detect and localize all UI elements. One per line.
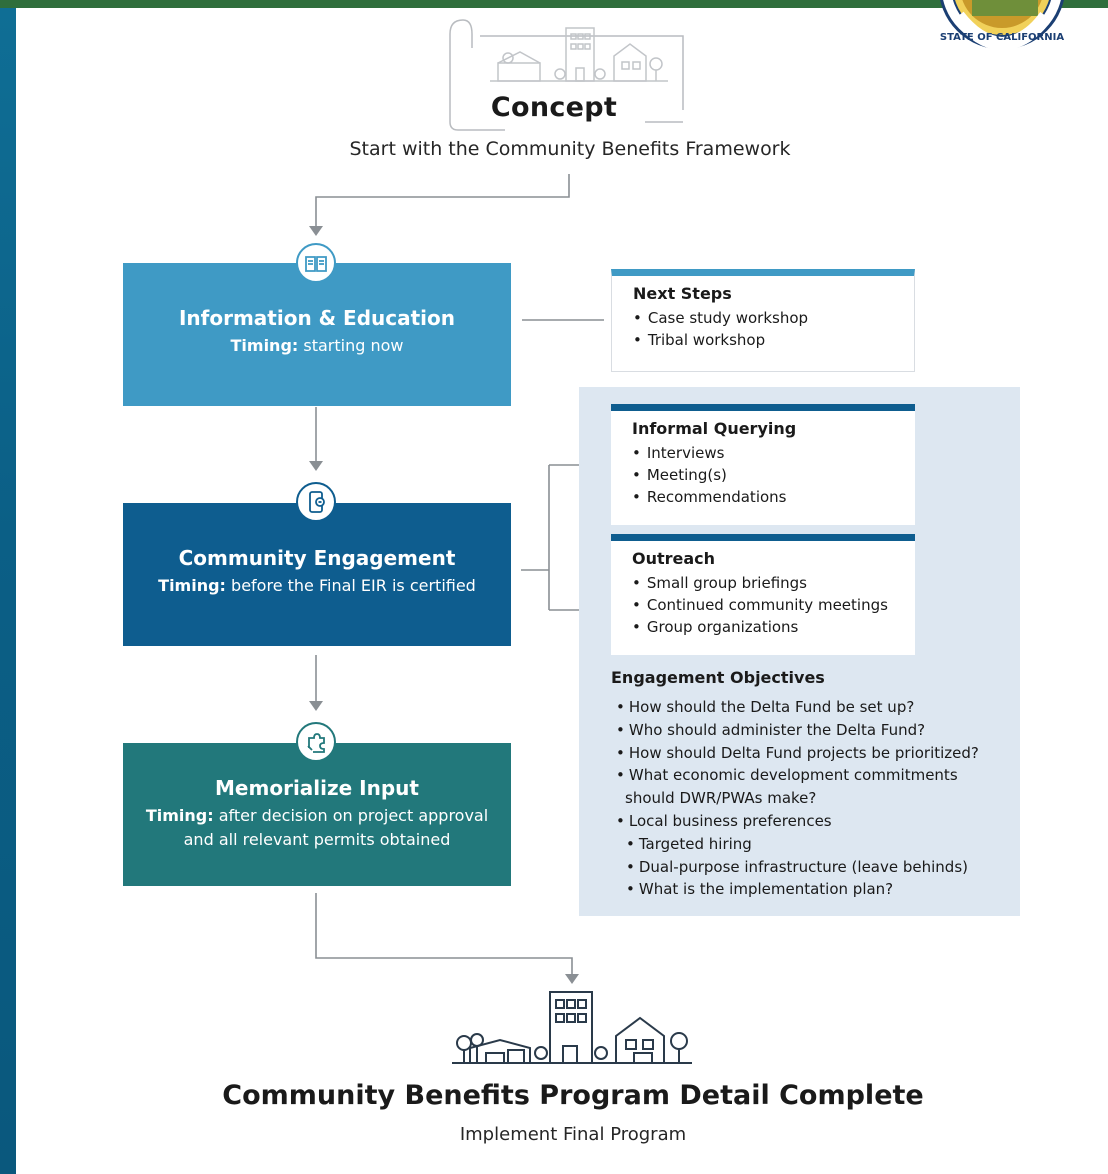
- list-item: What economic development commitments sh…: [611, 764, 970, 810]
- step-title: Information & Education: [178, 306, 456, 330]
- informal-querying-title: Informal Querying: [632, 419, 797, 438]
- timing-label: Timing:: [145, 806, 214, 825]
- informal-querying-card: Informal Querying Interviews Meeting(s) …: [611, 404, 915, 525]
- top-bar: [0, 0, 1108, 8]
- next-steps-title: Next Steps: [633, 284, 732, 303]
- concept-title: Concept: [490, 92, 618, 123]
- sub-list-item: Dual-purpose infrastructure (leave behin…: [611, 856, 1011, 879]
- puzzle-hand-icon: [296, 722, 336, 762]
- list-item: Local business preferences: [611, 810, 1011, 833]
- sub-list-item: What is the implementation plan?: [611, 878, 1011, 901]
- step-title: Memorialize Input: [215, 776, 419, 800]
- outreach-title: Outreach: [632, 549, 716, 568]
- list-item: Meeting(s): [632, 464, 895, 486]
- mobile-chat-icon: [296, 482, 336, 522]
- concept-buildings-icon: [490, 27, 668, 82]
- step-memorialize-input: Memorialize Input Timing: after decision…: [123, 743, 511, 886]
- final-title: Community Benefits Program Detail Comple…: [222, 1080, 924, 1111]
- list-item: Continued community meetings: [632, 594, 895, 616]
- engagement-objectives: Engagement Objectives How should the Del…: [611, 668, 1011, 901]
- final-buildings-icon: [452, 991, 692, 1064]
- list-item: How should the Delta Fund be set up?: [611, 696, 1011, 719]
- step-community-engagement: Community Engagement Timing: before the …: [123, 503, 511, 646]
- list-item: Recommendations: [632, 486, 895, 508]
- concept-subtitle: Start with the Community Benefits Framew…: [349, 138, 791, 160]
- sub-list-item: Targeted hiring: [611, 833, 1011, 856]
- step-information-education: Information & Education Timing: starting…: [123, 263, 511, 406]
- list-item: Group organizations: [632, 616, 895, 638]
- list-item: Who should administer the Delta Fund?: [611, 719, 1011, 742]
- list-item: Case study workshop: [633, 307, 894, 329]
- timing-text: after decision on project approval: [213, 806, 489, 825]
- seal-text: STATE OF CALIFORNIA: [940, 32, 1064, 43]
- next-steps-card: Next Steps Case study workshop Tribal wo…: [611, 269, 915, 372]
- list-item: How should Delta Fund projects be priori…: [611, 742, 1011, 765]
- timing-label: Timing:: [230, 336, 299, 355]
- concept-frame-icon: [449, 19, 684, 131]
- final-subtitle: Implement Final Program: [459, 1124, 687, 1145]
- outreach-card: Outreach Small group briefings Continued…: [611, 534, 915, 655]
- engagement-objectives-title: Engagement Objectives: [611, 668, 825, 687]
- list-item: Small group briefings: [632, 572, 895, 594]
- step-title: Community Engagement: [178, 546, 456, 570]
- timing-text: before the Final EIR is certified: [225, 576, 476, 595]
- list-item: Tribal workshop: [633, 329, 894, 351]
- step-timing: Timing: starting now: [123, 334, 511, 358]
- step-timing: Timing: before the Final EIR is certifie…: [123, 574, 511, 598]
- timing-text-line2: and all relevant permits obtained: [183, 830, 451, 849]
- step-timing: Timing: after decision on project approv…: [123, 804, 511, 852]
- timing-text: starting now: [298, 336, 404, 355]
- list-item: Interviews: [632, 442, 895, 464]
- state-seal-logo: STATE OF CALIFORNIA: [940, 0, 1064, 52]
- left-bar: [0, 8, 16, 1174]
- timing-label: Timing:: [158, 576, 226, 595]
- book-icon: [296, 243, 336, 283]
